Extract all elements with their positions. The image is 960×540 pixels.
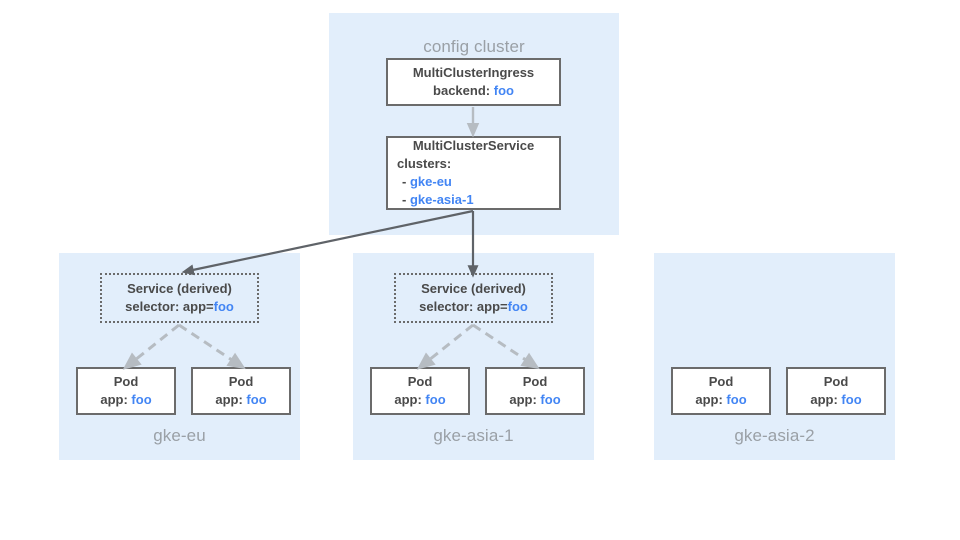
panel-gke-asia-1: gke-asia-1 — [353, 253, 594, 460]
multiclusteringress-backend-value: foo — [493, 83, 514, 98]
pod-app-row: app: foo — [78, 391, 174, 409]
derived-service-selector-row: selector: app=foo — [102, 298, 257, 316]
node-multiclusterservice[interactable]: MultiClusterService clusters: - gke-eu -… — [386, 136, 561, 210]
pod-app-row: app: foo — [193, 391, 289, 409]
multiclusteringress-backend-row: backend: foo — [388, 82, 559, 100]
derived-service-selector-label: selector: app= — [125, 299, 214, 314]
pod-title: Pod — [823, 374, 849, 390]
pod-app-value: foo — [540, 392, 561, 407]
panel-gke-asia-1-title: gke-asia-1 — [433, 426, 514, 445]
node-derived-service-gke-eu[interactable]: Service (derived) selector: app=foo — [100, 273, 259, 323]
multiclusterservice-cluster-item: - gke-eu — [388, 173, 559, 191]
node-multiclusteringress[interactable]: MultiClusterIngress backend: foo — [386, 58, 561, 106]
derived-service-title: Service (derived) — [127, 281, 232, 297]
node-pod[interactable]: Pod app: foo — [76, 367, 176, 415]
multiclusteringress-backend-label: backend: — [433, 83, 491, 98]
panel-config-cluster-title: config cluster — [423, 37, 525, 56]
pod-title: Pod — [522, 374, 548, 390]
derived-service-selector-row: selector: app=foo — [396, 298, 551, 316]
pod-app-value: foo — [425, 392, 446, 407]
pod-app-label: app: — [394, 392, 422, 407]
pod-app-row: app: foo — [788, 391, 884, 409]
panel-gke-asia-2-title: gke-asia-2 — [734, 426, 815, 445]
pod-app-label: app: — [509, 392, 537, 407]
cluster-bullet: - — [402, 191, 407, 207]
cluster-name: gke-asia-1 — [409, 191, 474, 207]
derived-service-selector-value: foo — [213, 299, 234, 314]
node-pod[interactable]: Pod app: foo — [671, 367, 771, 415]
panel-gke-eu-title: gke-eu — [153, 426, 206, 445]
pod-app-row: app: foo — [372, 391, 468, 409]
cluster-bullet: - — [402, 174, 407, 189]
pod-app-row: app: foo — [487, 391, 583, 409]
pod-app-label: app: — [215, 392, 243, 407]
node-pod[interactable]: Pod app: foo — [786, 367, 886, 415]
pod-app-value: foo — [131, 392, 152, 407]
pod-app-label: app: — [100, 392, 128, 407]
pod-title: Pod — [228, 374, 254, 390]
multiclusterservice-cluster-item: - gke-asia-1 — [388, 191, 559, 209]
pod-title: Pod — [708, 374, 734, 390]
pod-app-label: app: — [695, 392, 723, 407]
pod-app-value: foo — [726, 392, 747, 407]
pod-app-row: app: foo — [673, 391, 769, 409]
pod-app-label: app: — [810, 392, 838, 407]
pod-title: Pod — [407, 374, 433, 390]
derived-service-selector-value: foo — [507, 299, 528, 314]
multiclusterservice-clusters-label: clusters: — [397, 156, 452, 172]
cluster-name: gke-eu — [409, 174, 452, 189]
node-derived-service-gke-asia-1[interactable]: Service (derived) selector: app=foo — [394, 273, 553, 323]
pod-app-value: foo — [841, 392, 862, 407]
multiclusteringress-kind: MultiClusterIngress — [412, 65, 535, 81]
derived-service-title: Service (derived) — [421, 281, 526, 297]
node-pod[interactable]: Pod app: foo — [191, 367, 291, 415]
node-pod[interactable]: Pod app: foo — [485, 367, 585, 415]
multiclusterservice-kind: MultiClusterService — [412, 138, 535, 154]
node-pod[interactable]: Pod app: foo — [370, 367, 470, 415]
derived-service-selector-label: selector: app= — [419, 299, 508, 314]
pod-app-value: foo — [246, 392, 267, 407]
pod-title: Pod — [113, 374, 139, 390]
panel-gke-asia-2: gke-asia-2 — [654, 253, 895, 460]
